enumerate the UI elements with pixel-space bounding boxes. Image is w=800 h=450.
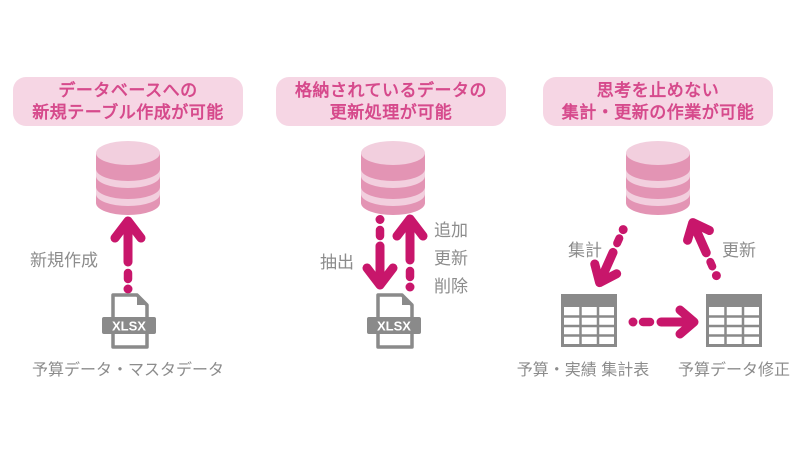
header-line: 更新処理が可能 — [329, 102, 453, 122]
database-cylinder-icon — [361, 141, 425, 215]
header-box-update-process: 格納されているデータの 更新処理が可能 — [276, 77, 506, 126]
aggregate-label: 集計 — [568, 241, 602, 260]
database-cylinder-icon — [626, 141, 690, 215]
update-label: 更新 — [434, 249, 468, 268]
up-arrow-dotted-icon — [683, 218, 721, 281]
xlsx-file-icon: XLSX — [102, 293, 156, 349]
header-line: 格納されているデータの — [295, 80, 487, 100]
update-label: 更新 — [722, 241, 756, 260]
spreadsheet-table-icon — [706, 294, 762, 347]
up-arrow-dotted-icon — [110, 216, 146, 294]
header-line: 新規テーブル作成が可能 — [32, 102, 224, 122]
new-create-label: 新規作成 — [30, 251, 98, 270]
caption-budget-actual-summary: 予算・実績 集計表 — [516, 362, 650, 379]
header-line: データベースへの — [58, 80, 198, 100]
update-actions-label: 追加 更新 削除 — [434, 217, 468, 301]
caption-budget-master-data: 予算データ・マスタデータ — [31, 362, 224, 379]
extract-label: 抽出 — [320, 253, 354, 272]
caption-budget-data-fix: 予算データ修正 — [677, 362, 790, 379]
xlsx-badge-text: XLSX — [112, 319, 146, 334]
header-box-new-table: データベースへの 新規テーブル作成が可能 — [13, 77, 243, 126]
delete-label: 削除 — [434, 277, 468, 296]
header-line: 思考を止めない — [596, 80, 720, 100]
add-label: 追加 — [434, 221, 468, 240]
header-line: 集計・更新の作業が可能 — [561, 102, 755, 122]
xlsx-badge-text: XLSX — [377, 319, 411, 334]
down-arrow-dotted-icon — [590, 225, 628, 288]
header-box-continuous-work: 思考を止めない 集計・更新の作業が可能 — [543, 77, 773, 126]
down-arrow-dotted-icon — [362, 215, 398, 290]
up-arrow-dotted-icon — [392, 214, 428, 292]
spreadsheet-table-icon — [561, 294, 617, 347]
xlsx-file-icon: XLSX — [367, 293, 421, 349]
database-cylinder-icon — [96, 141, 160, 215]
right-arrow-dotted-icon — [628, 305, 699, 339]
